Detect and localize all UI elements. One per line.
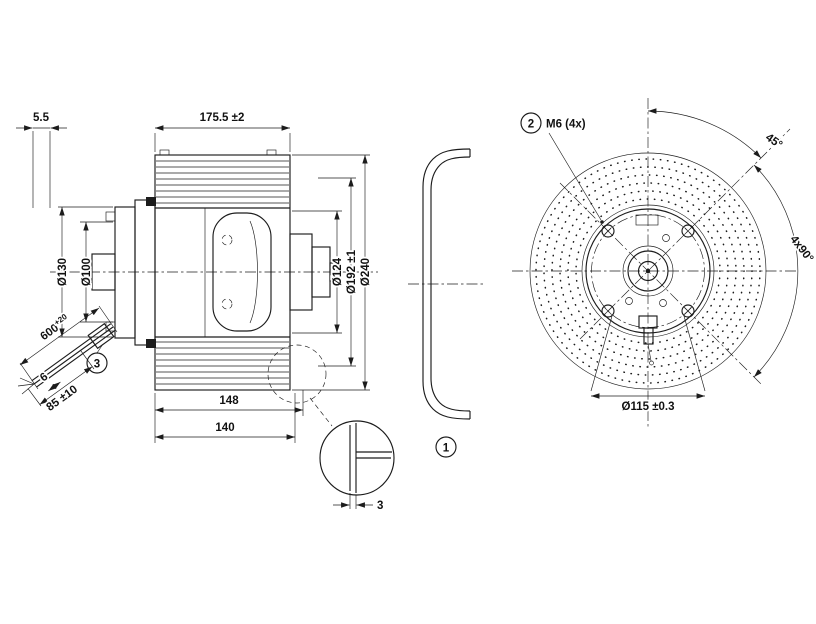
- dim-4x90deg-label: 4x90°: [787, 234, 815, 265]
- balloon-2: 2 M6 (4x): [520, 112, 604, 224]
- screw-spec-label: M6 (4x): [546, 119, 586, 131]
- dim-d124: Ø124: [292, 210, 346, 334]
- detail-view: 3: [319, 420, 395, 514]
- dim-d115-label: Ø115 ±0.3: [622, 401, 675, 413]
- dim-148: 148: [154, 390, 304, 443]
- dim-5-5-label: 5.5: [33, 112, 50, 124]
- balloon-2-label: 2: [528, 119, 534, 131]
- front-diagonal-centerline-1: [579, 128, 791, 340]
- dim-148-label: 148: [219, 395, 239, 407]
- screw-bottom-left: [601, 304, 615, 318]
- dim-d192: Ø192 ±1: [318, 177, 360, 367]
- detail-marker-circle: [267, 344, 327, 404]
- motor-body: [146, 149, 291, 391]
- dim-d192-label: Ø192 ±1: [346, 249, 358, 294]
- power-cable: [17, 322, 116, 395]
- dim-motor-length-label: 175.5 ±2: [200, 112, 245, 124]
- balloon-1-label: 1: [443, 443, 450, 455]
- inlet-ring-view: 1: [408, 148, 486, 458]
- dim-140: 140: [155, 393, 296, 443]
- motor-side-view: 5.5 175.5 ±2 Ø130 Ø100 600+20 6: [16, 110, 378, 443]
- dim-thickness-label: 3: [377, 500, 383, 512]
- balloon-3-label: 3: [94, 359, 100, 371]
- dim-flange-od-label: Ø130: [57, 258, 69, 286]
- dim-45deg: 45°: [647, 108, 786, 159]
- screw-bottom-right: [681, 304, 695, 318]
- dim-cable-width: 6: [36, 369, 61, 392]
- dim-d124-label: Ø124: [332, 257, 344, 286]
- front-diagonal-centerline-2: [559, 182, 763, 386]
- dim-45deg-label: 45°: [763, 132, 784, 152]
- screw-top-right: [681, 224, 695, 238]
- rotor-face: [581, 204, 715, 338]
- dim-4x90deg: 4x90°: [753, 164, 816, 378]
- dim-140-label: 140: [215, 422, 234, 434]
- dim-5-5: 5.5: [16, 110, 67, 208]
- screw-top-left: [601, 224, 615, 238]
- dim-d240-label: Ø240: [360, 258, 372, 286]
- mounting-flange: [91, 199, 156, 346]
- detail-leader: [309, 397, 333, 427]
- dim-cable-length-label: 600+20: [37, 312, 72, 343]
- balloon-3: 3: [86, 343, 108, 374]
- balloon-1: 1: [435, 436, 457, 458]
- cable-clamp: [638, 315, 658, 366]
- mounting-screws: [601, 224, 695, 318]
- impeller-front-view: 2 M6 (4x) 45° 4x90° Ø115 ±0.3: [512, 98, 816, 428]
- dim-cable-length-tol: +20: [53, 312, 70, 328]
- dim-d115: Ø115 ±0.3: [590, 315, 706, 415]
- dim-cable-length: 600+20: [19, 305, 118, 390]
- dim-motor-length: 175.5 ±2: [154, 110, 291, 152]
- dim-flange-pilot-label: Ø100: [81, 258, 93, 286]
- dim-d240: Ø240: [292, 154, 374, 391]
